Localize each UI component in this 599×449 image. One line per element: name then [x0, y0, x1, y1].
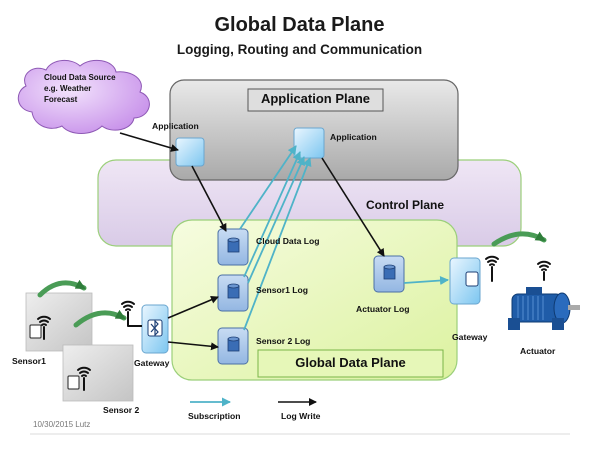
application-node-left[interactable]	[175, 137, 205, 167]
subscription-arrows	[239, 145, 449, 331]
control-plane-label: Control Plane	[366, 198, 445, 212]
sensor1-label: Sensor1	[12, 356, 46, 366]
database-icon	[227, 237, 396, 352]
application-left-label: Application	[152, 121, 199, 131]
application-plane-label-box	[247, 88, 384, 112]
legend-log-write-label: Log Write	[281, 411, 321, 421]
bluetooth-icon	[150, 319, 159, 337]
application-right-label: Application	[330, 132, 377, 142]
diagram-subtitle: Logging, Routing and Communication	[176, 42, 423, 57]
cloud-icon	[17, 59, 150, 134]
sensor2-label: Sensor 2	[103, 405, 140, 415]
sensor2-device[interactable]	[62, 344, 134, 402]
gateway-right[interactable]	[449, 257, 481, 305]
global-data-plane-label: Global Data Plane	[295, 355, 406, 370]
log-write-arrows	[119, 132, 385, 351]
cloud-label: Cloud Data Source e.g. Weather Forecast	[44, 73, 116, 104]
legend-subscription-label: Subscription	[188, 411, 241, 421]
diagram-title: Global Data Plane	[214, 14, 385, 36]
motor-icon[interactable]	[508, 287, 580, 330]
application-plane-label: Application Plane	[260, 91, 371, 106]
cloud-data-log-label: Cloud Data Log	[256, 236, 320, 246]
sensor2-log-label: Sensor 2 Log	[256, 336, 311, 346]
actuator-label: Actuator	[520, 346, 556, 356]
gateway-right-label: Gateway	[452, 332, 488, 342]
gateway-left-label: Gateway	[134, 358, 170, 368]
wifi-icon	[37, 255, 551, 391]
footer-date-author: 10/30/2015 Lutz	[33, 420, 91, 429]
global-data-plane-label-box	[257, 349, 444, 378]
curved-arrow-icon	[37, 231, 547, 328]
actuator-log-label: Actuator Log	[356, 304, 410, 314]
sensor1-log-label: Sensor1 Log	[256, 285, 309, 295]
gateway-left[interactable]	[141, 304, 169, 354]
